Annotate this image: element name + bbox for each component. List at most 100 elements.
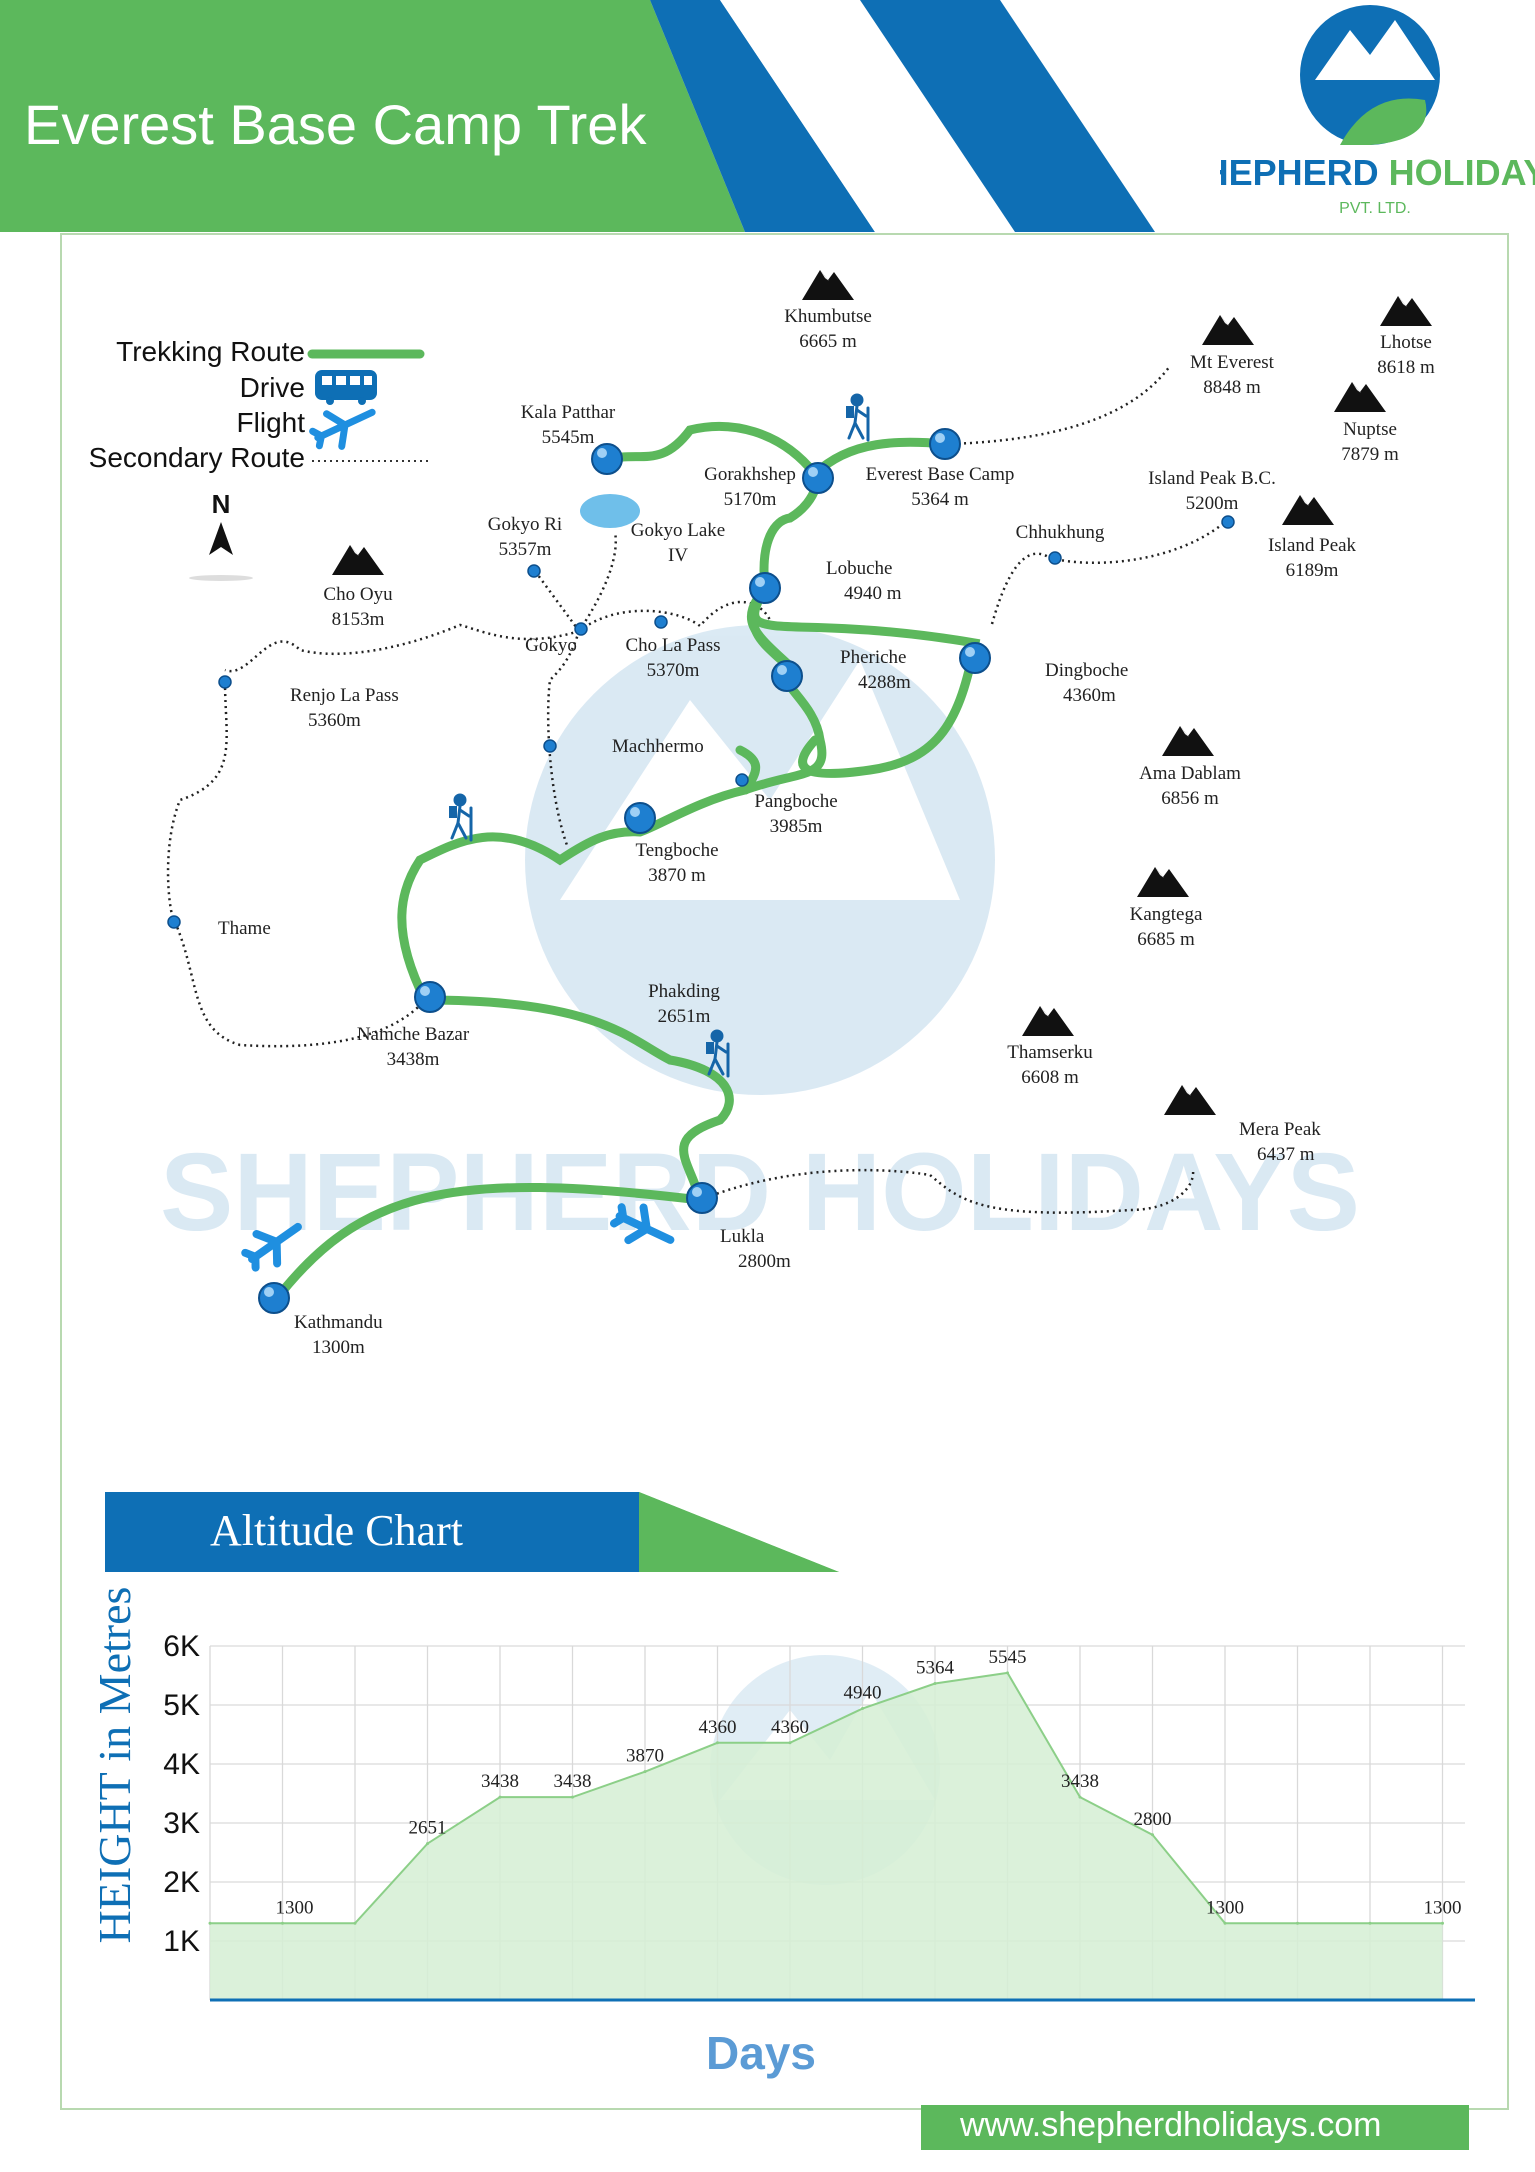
data-label: 5545 — [989, 1647, 1027, 1668]
waypoint-marker — [735, 773, 749, 787]
place-name-dingboche: Dingboche — [1045, 660, 1128, 681]
watermark-text: SHEPHERD HOLIDAYS — [160, 1131, 1360, 1254]
mountain-icon — [1022, 1006, 1074, 1036]
stop-marker-shine — [777, 665, 787, 675]
north-arrow-icon: N — [189, 489, 253, 581]
altitude-point — [571, 1795, 574, 1799]
place-elevation-nuptse: 7879 m — [1341, 444, 1399, 465]
place-elevation-pangboche: 3985m — [770, 816, 823, 837]
legend-flight: Flight — [236, 407, 305, 438]
altitude-point — [861, 1707, 864, 1711]
data-label: 3870 — [626, 1746, 664, 1767]
place-elevation-thamserku: 6608 m — [1021, 1067, 1079, 1088]
legend-plane-icon — [309, 408, 376, 450]
stop-marker-shine — [264, 1287, 274, 1297]
altitude-point — [643, 1770, 647, 1774]
place-name-phakding: Phakding — [648, 981, 720, 1002]
waypoint-marker — [574, 622, 588, 636]
place-name-island-peak: Island Peak — [1268, 535, 1357, 556]
place-name-island-peak-b-c: Island Peak B.C. — [1148, 468, 1276, 489]
data-label: 1300 — [1206, 1897, 1244, 1918]
place-name-cho-oyu: Cho Oyu — [323, 584, 393, 605]
place-elevation-island-peak-b-c: 5200m — [1186, 493, 1239, 514]
trek-map: SHEPHERD HOLIDAYS N — [160, 270, 1435, 1358]
altitude-point — [498, 1795, 502, 1799]
waypoint-marker — [218, 675, 232, 689]
mountain-icon — [1164, 1085, 1216, 1115]
waypoint-marker — [543, 739, 557, 753]
stop-marker — [749, 572, 781, 604]
stop-marker — [624, 802, 656, 834]
place-name-kala-patthar: Kala Patthar — [521, 402, 616, 423]
legend-secondary-route: Secondary Route — [88, 442, 305, 473]
place-elevation-mt-everest: 8848 m — [1203, 377, 1261, 398]
chart-x-axis-label: Days — [706, 2027, 816, 2079]
stop-marker-shine — [597, 448, 607, 458]
brand-sub: PVT. LTD. — [1339, 200, 1411, 217]
place-elevation-lukla: 2800m — [738, 1251, 791, 1272]
place-elevation-tengboche: 3870 m — [648, 865, 706, 886]
altitude-chart-banner — [105, 1492, 639, 1572]
footer-url[interactable]: www.shepherdholidays.com — [960, 2106, 1382, 2144]
place-name-lukla: Lukla — [720, 1226, 765, 1247]
y-tick-label: 6K — [163, 1630, 200, 1663]
place-name-thame: Thame — [218, 918, 271, 939]
data-label: 3438 — [481, 1771, 519, 1792]
place-elevation-lhotse: 8618 m — [1377, 357, 1435, 378]
stop-marker — [414, 981, 446, 1013]
place-name-tengboche: Tengboche — [635, 840, 718, 861]
stop-marker — [959, 642, 991, 674]
stop-marker — [591, 443, 623, 475]
north-label: N — [212, 489, 231, 519]
place-name-mt-everest: Mt Everest — [1190, 352, 1275, 373]
stop-marker — [258, 1282, 290, 1314]
gokyo-lake-icon — [580, 494, 640, 528]
place-name-gorakhshep: Gorakhshep — [704, 464, 796, 485]
place-elevation-dingboche: 4360m — [1063, 685, 1116, 706]
place-name-gokyo-ri: Gokyo Ri — [488, 514, 562, 535]
place-name-lhotse: Lhotse — [1380, 332, 1432, 353]
place-elevation-renjo-la-pass: 5360m — [308, 710, 361, 731]
place-elevation-mera-peak: 6437 m — [1257, 1144, 1315, 1165]
place-elevation-lobuche: 4940 m — [844, 583, 902, 604]
place-name-mera-peak: Mera Peak — [1239, 1119, 1321, 1140]
place-name-renjo-la-pass: Renjo La Pass — [290, 685, 399, 706]
hiker-icon — [449, 393, 870, 1078]
y-tick-label: 5K — [163, 1689, 200, 1722]
stop-marker — [929, 428, 961, 460]
place-name-gokyo-lake: Gokyo Lake — [631, 520, 725, 541]
place-name-lobuche: Lobuche — [826, 558, 892, 579]
mountain-icon — [1334, 382, 1386, 412]
place-name-khumbutse: Khumbutse — [784, 306, 872, 327]
stop-marker — [802, 462, 834, 494]
place-name-ama-dablam: Ama Dablam — [1139, 763, 1241, 784]
mountain-icon — [802, 270, 854, 300]
secondary-routes — [166, 365, 1226, 1214]
place-elevation-cho-la-pass: 5370m — [647, 660, 700, 681]
altitude-point — [1223, 1921, 1227, 1925]
altitude-point — [788, 1741, 792, 1745]
stop-marker-shine — [420, 986, 430, 996]
map-frame — [60, 233, 1509, 2110]
altitude-point — [716, 1741, 719, 1745]
place-elevation-gokyo-ri: 5357m — [499, 539, 552, 560]
stop-marker-shine — [808, 467, 818, 477]
waypoint-marker — [1048, 551, 1062, 565]
place-name-cho-la-pass: Cho La Pass — [626, 635, 721, 656]
place-elevation-kathmandu: 1300m — [312, 1337, 365, 1358]
data-label: 3438 — [554, 1771, 592, 1792]
bus-icon — [315, 370, 377, 405]
mountain-icon — [1282, 495, 1334, 525]
altitude-point — [1006, 1671, 1009, 1675]
place-name-machhermo: Machhermo — [612, 736, 704, 757]
data-label: 5364 — [916, 1658, 955, 1679]
altitude-point — [353, 1921, 357, 1925]
y-tick-label: 4K — [163, 1748, 200, 1781]
altitude-point — [1368, 1921, 1372, 1925]
header-banner — [0, 0, 1155, 232]
place-elevation-gokyo-lake: IV — [668, 545, 688, 566]
mountain-icon — [1202, 315, 1254, 345]
data-label: 4360 — [771, 1717, 809, 1738]
place-name-namche-bazar: Namche Bazar — [357, 1024, 470, 1045]
